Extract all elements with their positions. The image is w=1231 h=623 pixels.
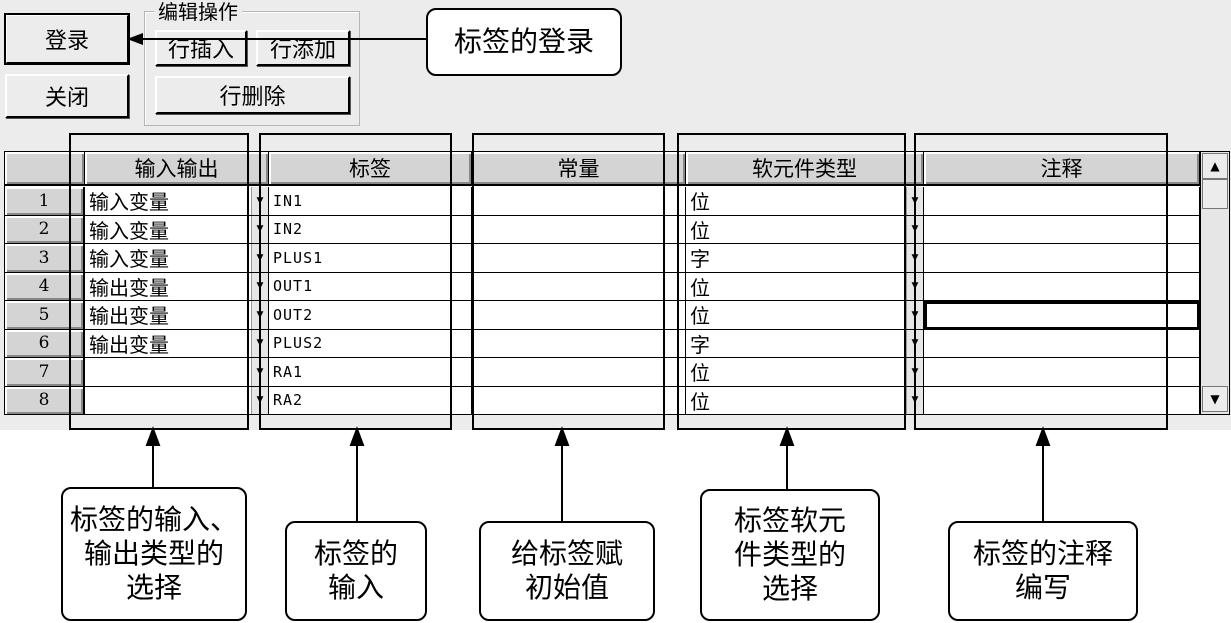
row-header[interactable]: 1 [5,187,85,216]
callout-label-input: 标签的 输入 [285,521,427,621]
column-header-comment[interactable]: 注释 [924,152,1200,186]
cell-io-value: 输出变量 [89,275,169,300]
annotation-box-io [69,133,249,430]
cell-io-value: 输入变量 [89,190,169,215]
cell-comment[interactable] [924,386,1200,415]
cell-label[interactable]: OUT2 [269,301,472,330]
annotation-box-comment [914,133,1168,430]
row-header[interactable]: 6 [5,329,85,358]
row-header[interactable]: 8 [5,386,85,415]
column-header-io[interactable]: 输入输出 [85,152,269,186]
annotation-box-label [259,133,452,430]
cell-const[interactable] [472,329,686,358]
cell-type-value: 位 [690,304,710,329]
annotation-box-device-type [677,133,906,430]
edit-operations-group [144,11,360,126]
cell-label-value: RA2 [273,391,304,410]
cell-const[interactable] [472,272,686,301]
cell-label[interactable]: RA2 [269,386,472,415]
cell-label-value: RA1 [273,362,304,381]
edit-group-title: 编辑操作 [154,2,242,22]
scroll-down-icon[interactable]: ▼ [1202,386,1228,412]
cell-comment[interactable] [924,215,1200,244]
cell-label-value: PLUS2 [273,334,324,353]
cell-type-value: 位 [690,389,710,414]
cell-label-value: PLUS1 [273,248,324,267]
cell-label[interactable]: IN2 [269,215,472,244]
cell-type-value: 字 [690,247,710,272]
cell-io[interactable]: 输出变量▼ [85,272,269,301]
row-insert-button[interactable]: 行插入 [155,30,247,66]
callout-comment: 标签的注释 编写 [948,521,1138,621]
cell-comment[interactable] [924,358,1200,387]
cell-io-value: 输入变量 [89,218,169,243]
cell-label-value: IN1 [273,191,304,210]
cell-label-value: OUT1 [273,277,314,296]
cell-type-value: 字 [690,332,710,357]
cell-label-value: OUT2 [273,305,314,324]
callout-io-type: 标签的输入、 输出类型的 选择 [61,487,247,621]
cell-io-value: 输入变量 [89,247,169,272]
row-header[interactable]: 4 [5,272,85,301]
cell-io[interactable]: 输入变量▼ [85,244,269,273]
cell-io-value: 输出变量 [89,332,169,357]
row-header[interactable]: 7 [5,358,85,387]
row-add-button[interactable]: 行添加 [256,30,350,66]
callout-login: 标签的登录 [426,8,622,76]
login-arrow [127,33,427,45]
cell-label[interactable]: PLUS2 [269,329,472,358]
row-header[interactable]: 2 [5,215,85,244]
login-button[interactable]: 登录 [4,13,130,65]
cell-type-value: 位 [690,275,710,300]
cell-type-value: 位 [690,190,710,215]
close-button[interactable]: 关闭 [5,74,129,118]
cell-comment[interactable] [924,187,1200,216]
cell-const[interactable] [472,386,686,415]
cell-const[interactable] [472,358,686,387]
cell-label[interactable]: OUT1 [269,272,472,301]
cell-comment[interactable] [924,244,1200,273]
cell-type[interactable]: 位▼ [686,301,924,330]
cell-const[interactable] [472,215,686,244]
scroll-up-icon[interactable]: ▲ [1202,153,1228,179]
cell-comment[interactable] [924,301,1200,330]
cell-comment[interactable] [924,329,1200,358]
cell-const[interactable] [472,301,686,330]
cell-io-value: 输出变量 [89,304,169,329]
cell-label-value: IN2 [273,220,304,239]
cell-label[interactable]: RA1 [269,358,472,387]
callout-arrows [145,426,1051,521]
row-delete-button[interactable]: 行删除 [155,76,350,114]
cell-label[interactable]: IN1 [269,187,472,216]
scroll-thumb[interactable] [1202,179,1228,209]
grid-corner [5,152,85,186]
cell-label[interactable]: PLUS1 [269,244,472,273]
cell-const[interactable] [472,187,686,216]
cell-comment[interactable] [924,272,1200,301]
cell-type-value: 位 [690,218,710,243]
column-header-constant[interactable]: 常量 [472,152,686,186]
callout-constant: 给标签赋 初始值 [479,521,655,621]
annotation-box-constant [472,133,665,430]
column-header-label[interactable]: 标签 [269,152,472,186]
row-header[interactable]: 5 [5,301,85,330]
cell-const[interactable] [472,244,686,273]
column-header-device-type[interactable]: 软元件类型 [686,152,924,186]
row-header[interactable]: 3 [5,244,85,273]
callout-device-type: 标签软元 件类型的 选择 [700,489,880,621]
vertical-scrollbar[interactable]: ▲ ▼ [1200,152,1229,414]
cell-type-value: 位 [690,361,710,386]
